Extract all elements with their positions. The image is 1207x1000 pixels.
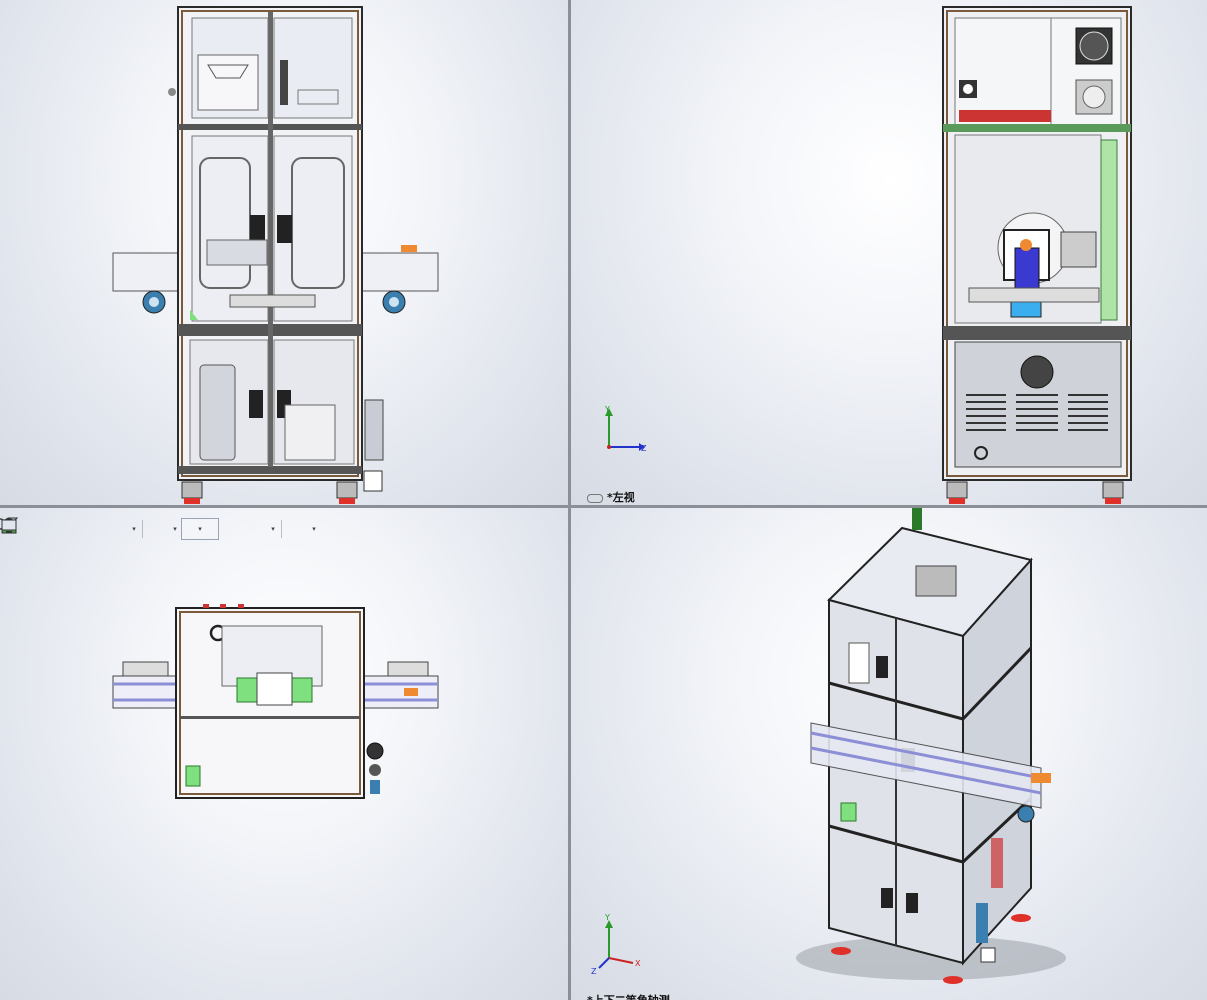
roller-cylinder [206,239,268,266]
foot-left [181,481,203,499]
rail-green [943,124,1131,132]
foot-iso-2 [943,976,963,984]
sensor-right [291,677,313,703]
triad-y-label: Y [604,405,610,414]
green-panel [1100,139,1118,321]
top-view-model[interactable] [0,508,568,1000]
handle-right [277,215,292,243]
rail-bottom [178,466,362,474]
motor-blue [1014,247,1040,295]
view-settings-icon[interactable] [1,518,308,540]
sensor-left [236,677,258,703]
chevron-down-icon[interactable]: ▾ [271,525,275,533]
chevron-down-icon[interactable]: ▾ [132,525,136,533]
center-mullion [268,12,273,467]
isometric-view-model[interactable]: Y X Z [571,508,1207,1000]
view-label-left: *左视 [587,489,635,505]
chevron-down-icon[interactable]: ▾ [173,525,177,533]
front-view-model[interactable] [0,0,568,505]
link-icon[interactable] [587,493,603,503]
conveyor-wing-right [359,252,439,292]
conveyor-wing-left [112,252,184,292]
triad-x-label: X [635,959,641,968]
viewport-front[interactable] [0,0,568,505]
lower-box [284,404,336,461]
air-filter [364,399,384,461]
indicator-strip [280,60,288,105]
triad-z-label: Z [591,967,597,976]
chevron-down-icon[interactable]: ▾ [312,525,316,533]
foot-iso-1 [831,947,851,955]
coordinate-triad: Y Z [604,405,647,453]
viewport-top[interactable]: ▾ ▾ ▾ ▾ ▾ [0,508,568,1000]
foot-right [336,481,358,499]
orange-block [401,245,417,252]
heads-up-toolbar: ▾ ▾ ▾ ▾ ▾ [0,517,318,541]
vent-louvers [966,394,1108,431]
view-label-isometric: *上下二等角轴测 [587,992,670,1000]
viewport-isometric[interactable]: Y X Z *上下二等角轴测 [571,508,1207,1000]
lower-panel [199,364,236,461]
lower-handle-left [249,390,263,418]
viewport-left[interactable]: Y Z *左视 [571,0,1207,505]
side-knob [168,88,176,96]
foot-iso-3 [1011,914,1031,922]
triad-z-label: Z [641,444,647,453]
mid-base-plate [229,294,316,308]
coordinate-triad-iso: Y X Z [591,913,641,976]
fan-lower [1020,355,1054,389]
handle-left [250,215,265,243]
left-view-model[interactable]: Y Z [571,0,1207,505]
control-panel [197,54,259,111]
triad-y-label: Y [604,913,610,922]
red-panel [959,110,1051,122]
